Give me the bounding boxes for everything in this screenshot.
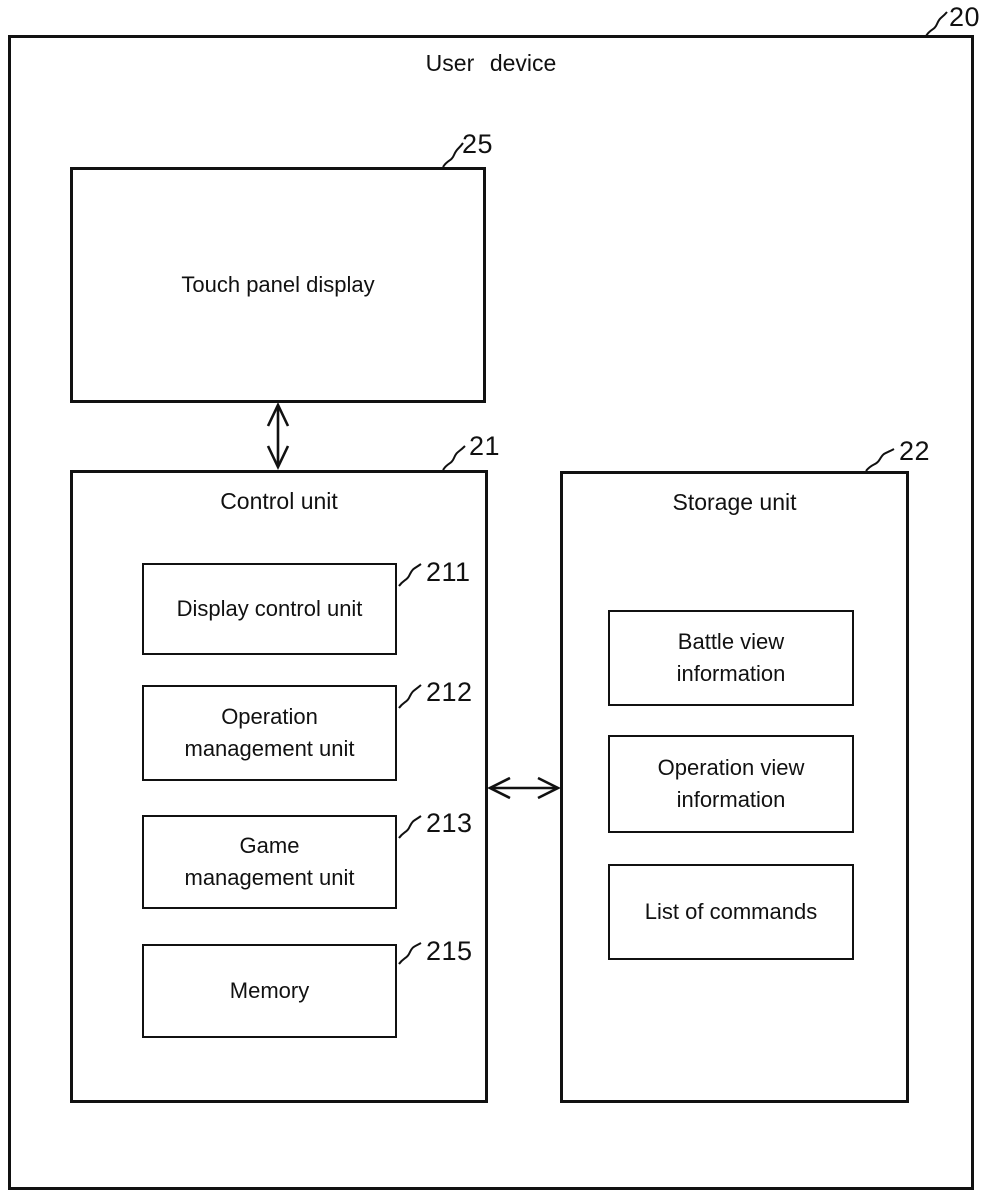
display-control-unit-box: Display control unit: [142, 563, 397, 655]
memory-label: Memory: [229, 978, 310, 1003]
operation-management-unit-label-line1: Operation: [221, 704, 318, 729]
list-of-commands-box: List of commands: [608, 864, 854, 960]
ref-215: 215: [426, 936, 473, 966]
user-device-label: User device: [425, 50, 557, 76]
operation-view-information-label-line2: information: [676, 787, 786, 812]
battle-view-information-label-line2: information: [676, 661, 786, 686]
operation-view-information-box: Operation view information: [608, 735, 854, 833]
ref-213: 213: [426, 808, 473, 838]
operation-management-unit-label-line2: management unit: [184, 736, 355, 761]
battle-view-information-label-line1: Battle view: [677, 629, 785, 654]
ref-22: 22: [899, 436, 931, 466]
game-management-unit-label-line1: Game: [239, 833, 300, 858]
ref-21: 21: [469, 431, 501, 461]
leader-ref-20: [925, 11, 948, 37]
display-control-unit-label: Display control unit: [176, 596, 363, 621]
list-of-commands-label: List of commands: [644, 899, 818, 924]
touch-panel-display-label: Touch panel display: [181, 272, 375, 297]
control-unit-label: Control unit: [220, 488, 338, 514]
ref-212: 212: [426, 677, 473, 707]
operation-view-information-label-line1: Operation view: [657, 755, 805, 780]
ref-20: 20: [949, 2, 981, 32]
memory-box: Memory: [142, 944, 397, 1038]
touch-panel-display-box: Touch panel display: [70, 167, 486, 403]
battle-view-information-box: Battle view information: [608, 610, 854, 706]
ref-25: 25: [462, 129, 494, 159]
game-management-unit-label-line2: management unit: [184, 865, 355, 890]
ref-211: 211: [426, 557, 471, 587]
storage-unit-label: Storage unit: [672, 489, 797, 515]
operation-management-unit-box: Operation management unit: [142, 685, 397, 781]
game-management-unit-box: Game management unit: [142, 815, 397, 909]
